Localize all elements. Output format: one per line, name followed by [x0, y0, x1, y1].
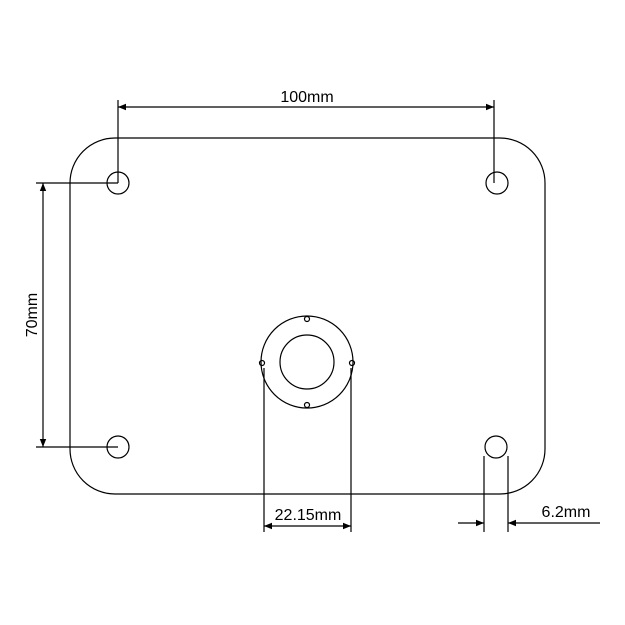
dimension-label: 100mm: [280, 89, 333, 106]
mounting-hole-bottom-right: [484, 435, 508, 459]
plate-outline: [69, 137, 546, 495]
dimension-22-15mm: 22.15mm: [263, 368, 352, 532]
dimension-label: 22.15mm: [275, 507, 342, 524]
dimension-label: 6.2mm: [542, 504, 591, 521]
dimension-6-2mm: 6.2mm: [458, 456, 600, 532]
center-boss: [258, 315, 356, 409]
dimension-100mm: 100mm: [117, 89, 495, 183]
dimension-label: 70mm: [24, 293, 41, 337]
dimension-70mm: 70mm: [24, 182, 118, 448]
mounting-hole-top-right: [485, 171, 509, 195]
